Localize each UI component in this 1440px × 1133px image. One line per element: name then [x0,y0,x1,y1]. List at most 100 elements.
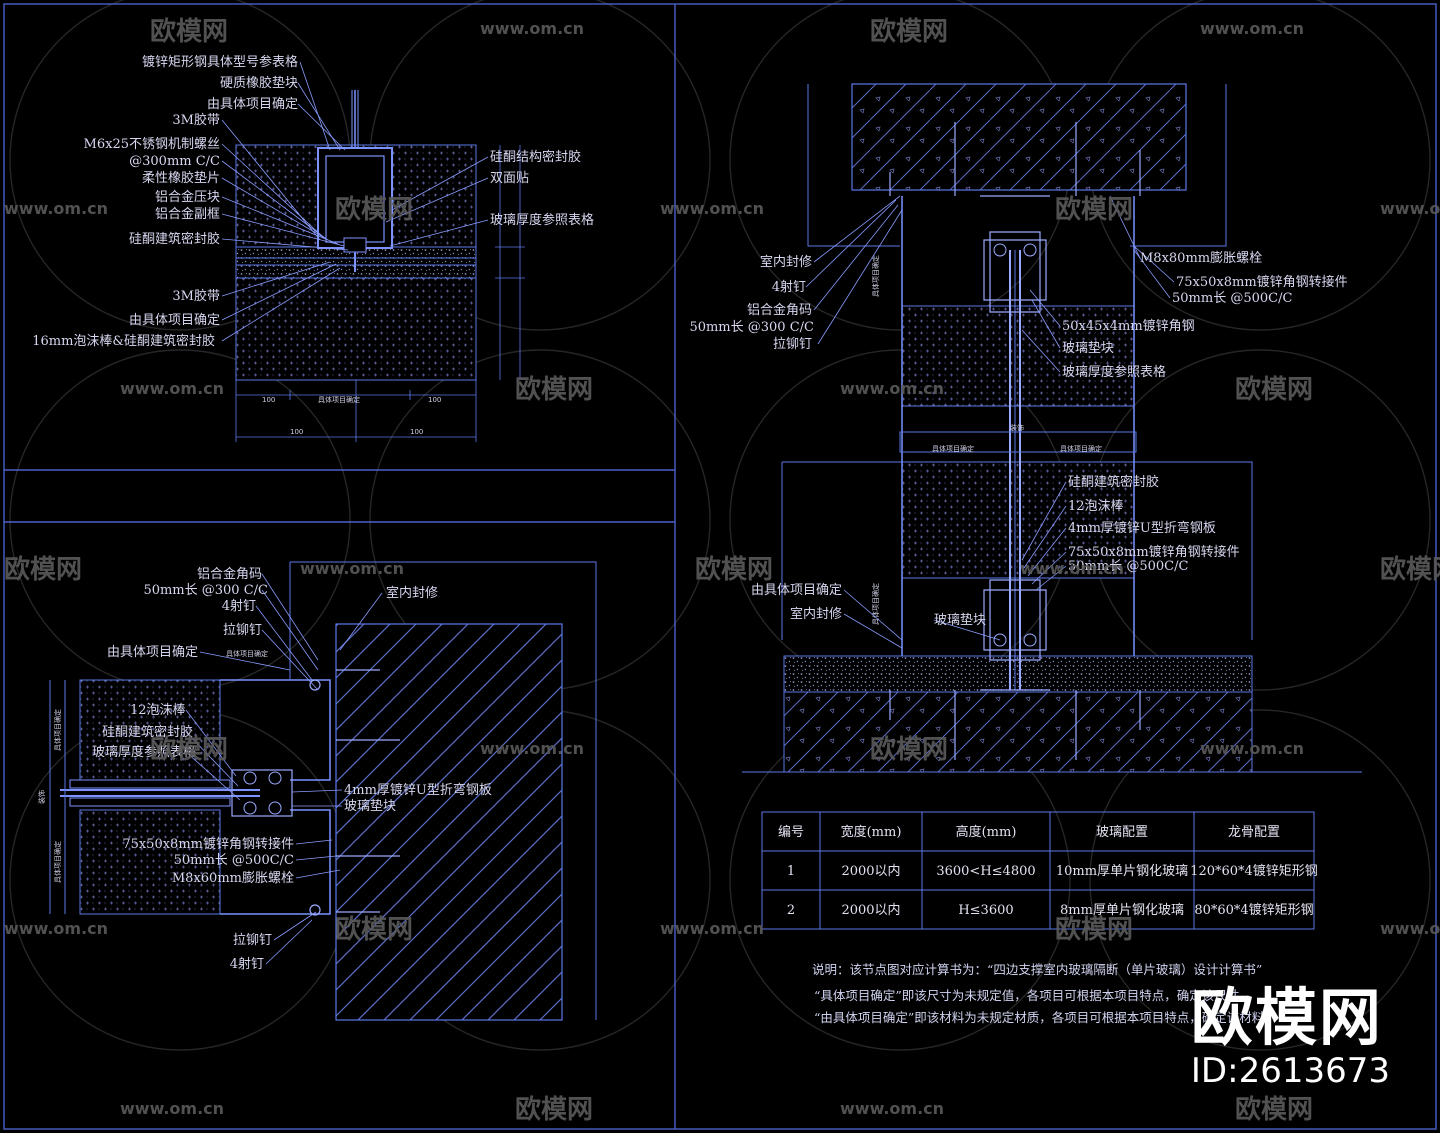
detail-a-label-4: 3M胶带 [172,112,220,128]
note-line-1: 说明：该节点图对应计算书为：“四边支撑室内玻璃隔断（单片玻璃）设计计算书” [812,962,1262,977]
watermark-logo: 欧模网 [150,734,228,765]
detail-c-label-6: M8x80mm膨胀螺栓 [1140,251,1262,266]
detail-b-label-8: 硅酮建筑密封胶 [102,724,193,740]
table-row-2-id: 2 [787,903,795,918]
watermark-logo: 欧模网 [515,1094,593,1125]
watermark-logo: 欧模网 [870,16,948,47]
detail-c-label-15: 75x50x8mm镀锌角钢转接件 [1068,544,1240,560]
detail-a-label-16: 16mm泡沫棒&硅酮建筑密封胶 [32,333,215,349]
detail-b-label-3: 4射钉 [222,598,256,614]
detail-b-label-10: 4mm厚镀锌U型折弯钢板 [344,782,492,798]
detail-c-label-7: 75x50x8mm镀锌角钢转接件 [1176,274,1348,290]
detail-b-dim-3: 具体项目确定 [226,649,268,658]
watermark-url: www.om.cn [660,199,764,218]
table-row-2-frame: 80*60*4镀锌矩形钢 [1194,902,1313,918]
detail-b-dim-4: 装饰 [37,790,46,804]
note-line-2: “具体项目确定”即该尺寸为未规定值，各项目可根据本项目特点，确定该尺寸。 [814,988,1252,1003]
detail-b-label-7: 12泡沫棒 [130,703,186,718]
watermark-url: www.om.cn [480,739,584,758]
watermark-circles [9,0,1431,1051]
detail-b: 具体项目确定 具体项目确定 具体项目确定 装饰 铝合金角码 50mm长 @300… [37,561,597,1021]
detail-b-label-14: M8x60mm膨胀螺栓 [172,871,294,886]
detail-b-dim-2: 具体项目确定 [53,841,62,883]
detail-c-label-19: 玻璃垫块 [934,612,986,628]
watermark-logo: 欧模网 [1235,374,1313,405]
detail-c-label-1: 室内封修 [760,254,812,270]
detail-c-label-18: 室内封修 [790,606,842,622]
detail-b-label-12: 75x50x8mm镀锌角钢转接件 [122,836,294,852]
detail-b-label-16: 4射钉 [230,956,264,972]
table-row-2-glass: 8mm厚单片钢化玻璃 [1060,903,1184,918]
watermark-layer: 欧模网 www.om.cn 欧模网 www.om.cn www.om.cn 欧模… [4,16,1440,1125]
watermark-logo: 欧模网 [515,374,593,405]
table-row-1-id: 1 [787,864,795,879]
detail-a-label-9: 铝合金副框 [155,206,220,222]
detail-a-label-15: 由具体项目确定 [129,313,220,328]
watermark-url: www.om.cn [1380,919,1440,938]
detail-a-dim-5: 100 [410,428,423,436]
detail-c-dim-3: 具体项目确定 [1060,444,1102,453]
watermark-logo: 欧模网 [150,16,228,47]
detail-b-dim-1: 具体项目确定 [53,709,62,751]
detail-a-label-8: 铝合金压块 [155,189,220,205]
detail-c-label-3: 铝合金角码 [747,302,812,318]
stamp-logo: 欧模网 [1190,981,1383,1054]
design-notes: 说明：该节点图对应计算书为：“四边支撑室内玻璃隔断（单片玻璃）设计计算书” “具… [812,962,1277,1025]
table-row-1-glass: 10mm厚单片钢化玻璃 [1056,864,1188,879]
watermark-url: www.om.cn [660,919,764,938]
watermark-logo: 欧模网 [1380,554,1440,585]
table-row-1-width: 2000以内 [841,863,900,879]
detail-c: 具体项目确定 装饰 具体项目确定 具体项目确定 具体项目确定 室内封修 4射钉 … [689,83,1362,773]
detail-c-label-5: 拉铆钉 [773,337,812,352]
detail-a-label-3: 由具体项目确定 [207,97,298,112]
watermark-url: www.om.cn [840,379,944,398]
watermark-url: www.om.cn [1020,559,1124,578]
detail-c-label-10: 玻璃垫块 [1062,340,1114,356]
table-header-width: 宽度(mm) [841,824,902,840]
detail-a-label-12: 双面贴 [490,171,529,186]
watermark-url: www.om.cn [1200,19,1304,38]
id-stamp: 欧模网 ID:2613673 [1190,981,1390,1092]
detail-a-label-2: 硬质橡胶垫块 [220,75,298,91]
detail-c-label-14: 4mm厚镀锌U型折弯钢板 [1068,520,1216,536]
detail-a: 100 具体项目确定 100 100 100 镀锌矩形钢具体型号参表格 硬质橡胶… [32,54,594,442]
table-header-frame: 龙骨配置 [1228,825,1280,840]
watermark-url: www.om.cn [1200,739,1304,758]
detail-c-label-4: 50mm长 @300 C/C [689,320,814,335]
note-line-3: “由具体项目确定”即该材料为未规定材质，各项目可根据本项目特点，确定该材料。 [814,1010,1277,1025]
table-header-height: 高度(mm) [956,824,1017,840]
watermark-url: www.om.cn [1380,199,1440,218]
watermark-logo: 欧模网 [1235,1094,1313,1125]
detail-b-label-2: 50mm长 @300 C/C [143,583,268,598]
watermark-url: www.om.cn [840,1099,944,1118]
stamp-id: ID:2613673 [1190,1051,1390,1091]
detail-a-dim-2: 具体项目确定 [318,395,360,404]
detail-a-label-5: M6x25不锈钢机制螺丝 [84,137,220,152]
spec-table: 编号 宽度(mm) 高度(mm) 玻璃配置 龙骨配置 1 2000以内 3600… [761,811,1318,930]
watermark-logo: 欧模网 [335,194,413,225]
watermark-url: www.om.cn [4,199,108,218]
table-header-id: 编号 [778,825,804,840]
detail-c-label-9: 50x45x4mm镀锌角钢 [1062,318,1195,334]
detail-b-label-15: 拉铆钉 [233,933,272,948]
detail-a-label-7: 柔性橡胶垫片 [142,170,220,186]
detail-c-label-13: 12泡沫棒 [1068,499,1124,514]
detail-b-label-4: 拉铆钉 [223,623,262,638]
table-header-glass: 玻璃配置 [1096,825,1148,840]
detail-b-label-1: 铝合金角码 [197,566,262,582]
detail-c-dim-2: 装饰 [1010,423,1024,432]
detail-a-label-10: 硅酮建筑密封胶 [129,231,220,247]
watermark-logo: 欧模网 [695,554,773,585]
watermark-url: www.om.cn [4,919,108,938]
detail-b-label-13: 50mm长 @500C/C [174,853,294,868]
detail-a-label-14: 3M胶带 [172,288,220,304]
detail-c-dim-1: 具体项目确定 [932,444,974,453]
watermark-url: www.om.cn [120,379,224,398]
detail-b-label-9: 玻璃厚度参照表格 [92,744,196,760]
table-row-2-width: 2000以内 [841,902,900,918]
detail-a-dim-4: 100 [290,428,303,436]
watermark-url: www.om.cn [120,1099,224,1118]
detail-a-dim-3: 100 [428,396,441,404]
detail-c-label-17: 由具体项目确定 [751,583,842,598]
